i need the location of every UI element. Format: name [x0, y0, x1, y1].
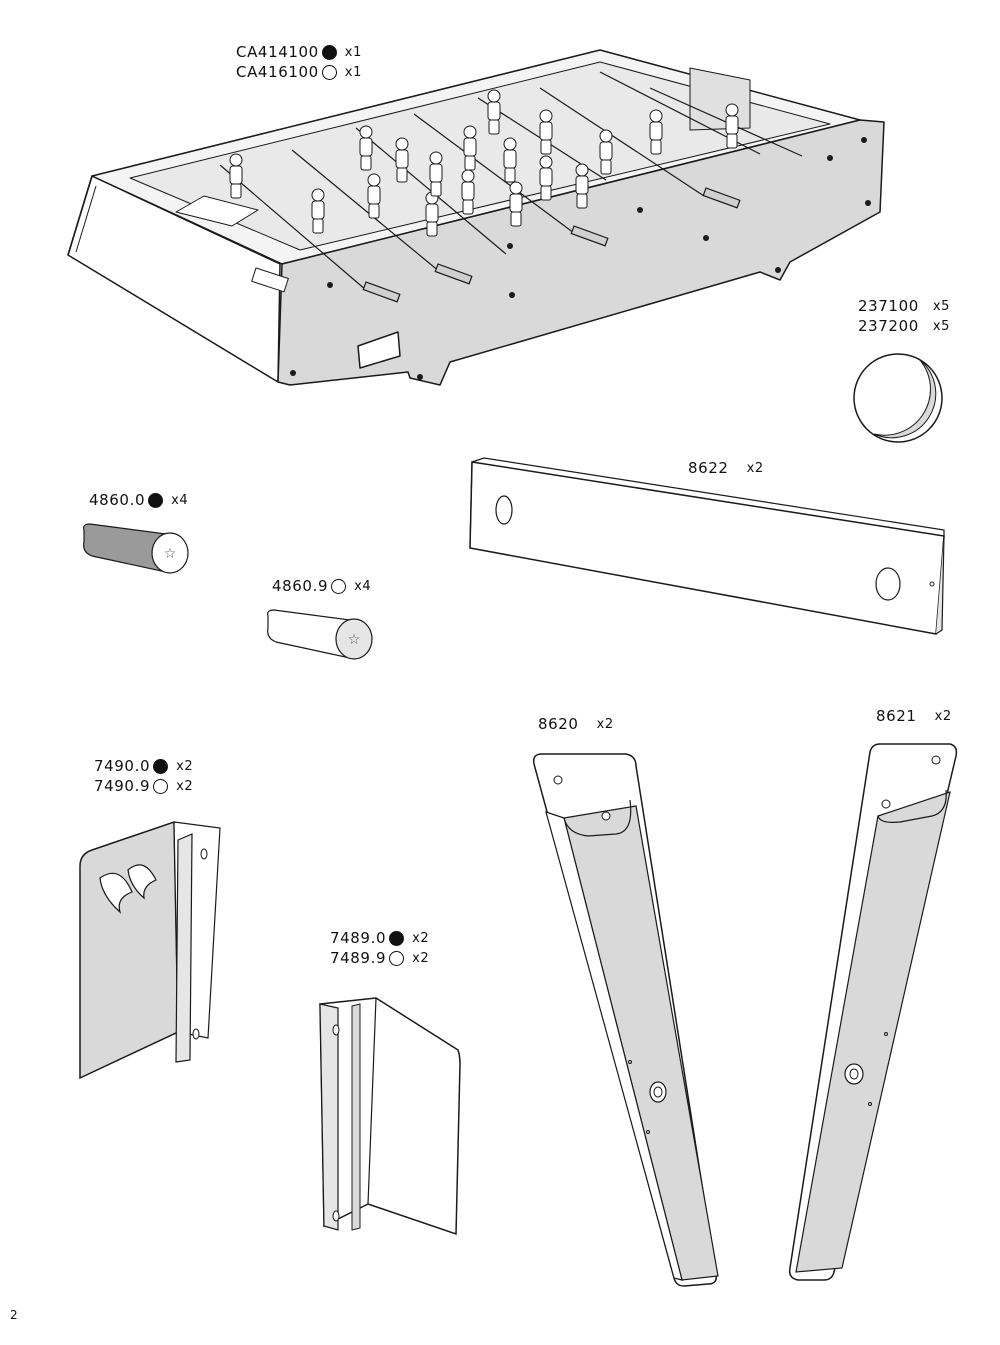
part-row: CA414100 x1 — [236, 42, 362, 62]
part-qty: x5 — [932, 298, 951, 314]
part-row: 237100 x5 — [858, 296, 950, 316]
part-label-handle-light: 4860.9 x4 — [272, 576, 371, 596]
part-code: 4860.9 — [272, 576, 329, 595]
part-code: 8621 — [876, 706, 917, 725]
part-qty: x4 — [171, 492, 189, 508]
part-code: 4860.0 — [89, 490, 146, 509]
svg-text:☆: ☆ — [348, 632, 361, 648]
part-qty: x1 — [344, 64, 362, 80]
part-row: CA416100 x1 — [236, 62, 362, 82]
part-qty: x2 — [596, 716, 614, 732]
part-row: 7489.0 x2 — [330, 928, 429, 948]
part-row: 7490.9 x2 — [94, 776, 193, 796]
part-code: 237100 — [858, 296, 919, 315]
part-qty: x2 — [934, 708, 952, 724]
black-color-dot — [389, 930, 405, 946]
foosball-table-illustration — [67, 49, 885, 386]
bracket-a-illustration — [79, 820, 221, 1080]
light-handle-illustration: ☆ — [267, 609, 373, 660]
part-qty: x5 — [932, 318, 951, 334]
part-qty: x1 — [344, 44, 362, 60]
part-qty: x2 — [176, 778, 194, 794]
part-code: CA414100 — [236, 42, 319, 61]
part-label-ball: 237100 x5 237200 x5 — [858, 296, 950, 336]
part-label-crossbar: 8622 x2 — [688, 458, 764, 478]
part-code: CA416100 — [236, 62, 319, 81]
part-code: 7489.9 — [330, 948, 387, 967]
black-color-dot — [321, 44, 337, 60]
white-color-dot — [331, 578, 347, 594]
part-qty: x4 — [354, 578, 372, 594]
part-code: 7489.0 — [330, 928, 387, 947]
white-color-dot — [321, 64, 337, 80]
crossbar-illustration — [469, 457, 945, 635]
part-row: 4860.9 x4 — [272, 576, 371, 596]
leg-right-illustration — [788, 743, 958, 1281]
leg-left-illustration — [532, 753, 719, 1287]
part-row: 8622 x2 — [688, 458, 764, 478]
part-qty: x2 — [176, 758, 194, 774]
part-row: 4860.0 x4 — [89, 490, 188, 510]
part-qty: x2 — [412, 930, 430, 946]
svg-text:☆: ☆ — [164, 546, 177, 562]
part-row: 8620 x2 — [538, 714, 614, 734]
black-color-dot — [153, 758, 169, 774]
part-code: 8620 — [538, 714, 579, 733]
part-code: 237200 — [858, 316, 919, 335]
part-code: 7490.0 — [94, 756, 151, 775]
part-label-table: CA414100 x1 CA416100 x1 — [236, 42, 362, 82]
page-number: 2 — [10, 1308, 18, 1322]
part-row: 7489.9 x2 — [330, 948, 429, 968]
part-qty: x2 — [746, 460, 764, 476]
part-code: 8622 — [688, 458, 729, 477]
part-code: 7490.9 — [94, 776, 151, 795]
part-row: 8621 x2 — [876, 706, 952, 726]
part-row: 237200 x5 — [858, 316, 950, 336]
ball-illustration — [853, 353, 943, 443]
part-label-bracket-a: 7490.0 x2 7490.9 x2 — [94, 756, 193, 796]
part-label-bracket-b: 7489.0 x2 7489.9 x2 — [330, 928, 429, 968]
part-label-leg-right: 8621 x2 — [876, 706, 952, 726]
part-qty: x2 — [412, 950, 430, 966]
part-row: 7490.0 x2 — [94, 756, 193, 776]
black-color-dot — [148, 492, 164, 508]
part-label-handle-dark: 4860.0 x4 — [89, 490, 188, 510]
part-label-leg-left: 8620 x2 — [538, 714, 614, 734]
dark-handle-illustration: ☆ — [83, 523, 189, 574]
bracket-b-illustration — [319, 997, 461, 1236]
white-color-dot — [389, 950, 405, 966]
white-color-dot — [153, 778, 169, 794]
